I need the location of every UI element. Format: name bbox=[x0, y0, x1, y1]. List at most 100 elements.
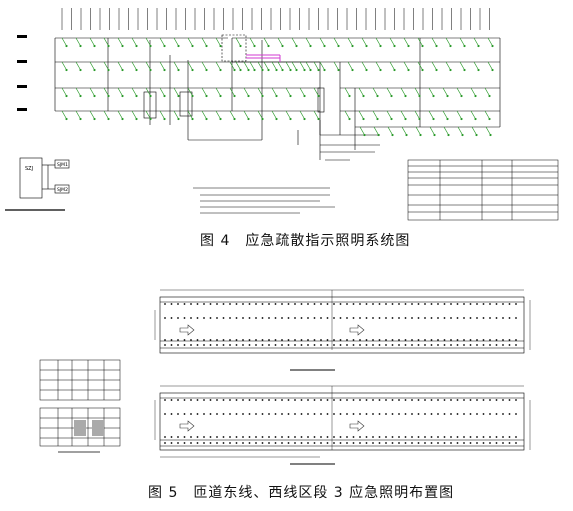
lighting-dot bbox=[190, 303, 192, 305]
bus-lines bbox=[55, 37, 500, 128]
emergency-fixture-icon bbox=[429, 126, 436, 137]
emergency-fixture-icon bbox=[403, 61, 410, 72]
lighting-dot bbox=[177, 344, 179, 346]
lighting-dot bbox=[398, 303, 400, 305]
lighting-dot bbox=[378, 344, 381, 346]
lighting-dot bbox=[300, 303, 303, 305]
lighting-dot bbox=[287, 399, 290, 401]
emergency-fixture-icon bbox=[187, 87, 194, 98]
lighting-dot bbox=[235, 339, 238, 341]
lighting-dot bbox=[437, 303, 439, 305]
emergency-fixture-icon bbox=[229, 110, 236, 121]
lighting-dot bbox=[346, 442, 348, 444]
lighting-dot bbox=[417, 413, 420, 415]
lighting-dot bbox=[281, 317, 283, 319]
emergency-fixture-icon bbox=[243, 61, 250, 72]
emergency-fixture-icon bbox=[361, 37, 368, 48]
lighting-dot bbox=[183, 344, 186, 346]
lighting-dot bbox=[385, 399, 387, 401]
lighting-dot bbox=[359, 303, 361, 305]
lighting-dot bbox=[398, 344, 400, 346]
lighting-dot bbox=[190, 413, 192, 415]
lighting-dot bbox=[450, 317, 452, 319]
emergency-fixture-icon bbox=[215, 110, 222, 121]
lighting-dot bbox=[495, 339, 498, 341]
lighting-dot bbox=[326, 436, 329, 438]
lighting-dot bbox=[417, 399, 420, 401]
emergency-fixture-icon bbox=[431, 61, 438, 72]
lighting-dot bbox=[294, 339, 296, 341]
lighting-dot bbox=[378, 317, 381, 319]
emergency-fixture-icon bbox=[159, 37, 166, 48]
lighting-dot bbox=[385, 339, 387, 341]
lighting-dot bbox=[255, 344, 257, 346]
lighting-dot bbox=[255, 442, 257, 444]
legend-table-lower bbox=[39, 407, 121, 453]
emergency-fixture-icon bbox=[459, 37, 466, 48]
emergency-fixture-icon bbox=[131, 87, 138, 98]
lighting-dot bbox=[164, 413, 166, 415]
emergency-fixture-icon bbox=[75, 37, 82, 48]
lighting-dot bbox=[417, 303, 420, 305]
emergency-fixture-icon bbox=[319, 61, 326, 72]
lighting-dot bbox=[196, 413, 199, 415]
lighting-dot bbox=[268, 317, 270, 319]
lighting-dot bbox=[502, 442, 504, 444]
emergency-fixture-icon bbox=[372, 110, 379, 121]
emergency-fixture-icon bbox=[145, 110, 152, 121]
lighting-dot bbox=[268, 399, 270, 401]
lighting-dot bbox=[391, 317, 394, 319]
lighting-dot bbox=[287, 339, 290, 341]
lighting-dot bbox=[177, 399, 179, 401]
emergency-fixture-icon bbox=[145, 37, 152, 48]
emergency-fixture-icon bbox=[471, 126, 478, 137]
lighting-dot bbox=[229, 442, 231, 444]
lighting-dot bbox=[313, 436, 316, 438]
lighting-dot bbox=[235, 442, 238, 444]
lighting-dot bbox=[346, 399, 348, 401]
lighting-dot bbox=[203, 317, 205, 319]
lighting-dot bbox=[209, 339, 212, 341]
emergency-fixture-icon bbox=[291, 61, 298, 72]
lighting-dot bbox=[411, 339, 413, 341]
lighting-dot bbox=[430, 442, 433, 444]
lighting-dot bbox=[209, 399, 212, 401]
vertical-label-ticks bbox=[61, 8, 490, 30]
lighting-dot bbox=[352, 339, 355, 341]
lighting-dot bbox=[229, 344, 231, 346]
lighting-dot bbox=[437, 399, 439, 401]
emergency-fixture-icon bbox=[470, 87, 477, 98]
lighting-dot bbox=[424, 344, 426, 346]
lighting-dot bbox=[424, 317, 426, 319]
lighting-dot bbox=[222, 303, 225, 305]
lighting-dot bbox=[216, 399, 218, 401]
lighting-dot bbox=[287, 442, 290, 444]
emergency-fixture-icon bbox=[457, 126, 464, 137]
emergency-fixture-icon bbox=[375, 37, 382, 48]
lighting-dot bbox=[170, 339, 173, 341]
lighting-dot bbox=[359, 413, 361, 415]
emergency-fixture-icon bbox=[386, 87, 393, 98]
lighting-dot bbox=[164, 339, 166, 341]
emergency-fixture-icon bbox=[235, 37, 242, 48]
lighting-dot bbox=[508, 339, 511, 341]
lighting-dot bbox=[463, 442, 465, 444]
riser-lines bbox=[54, 38, 501, 150]
lighting-dot bbox=[411, 413, 413, 415]
lighting-dot bbox=[430, 339, 433, 341]
lighting-dot bbox=[404, 339, 407, 341]
lighting-dot bbox=[333, 339, 335, 341]
lighting-dot bbox=[495, 436, 498, 438]
lighting-dot bbox=[281, 344, 283, 346]
lighting-dot bbox=[183, 399, 186, 401]
lighting-dot bbox=[430, 344, 433, 346]
lighting-dot bbox=[411, 303, 413, 305]
lighting-dot bbox=[391, 413, 394, 415]
lighting-dot bbox=[495, 399, 498, 401]
lighting-dot bbox=[476, 399, 478, 401]
lighting-dot bbox=[398, 413, 400, 415]
lighting-dot bbox=[437, 339, 439, 341]
lighting-dot bbox=[164, 442, 166, 444]
lighting-dot bbox=[196, 399, 199, 401]
lighting-dot bbox=[333, 317, 335, 319]
